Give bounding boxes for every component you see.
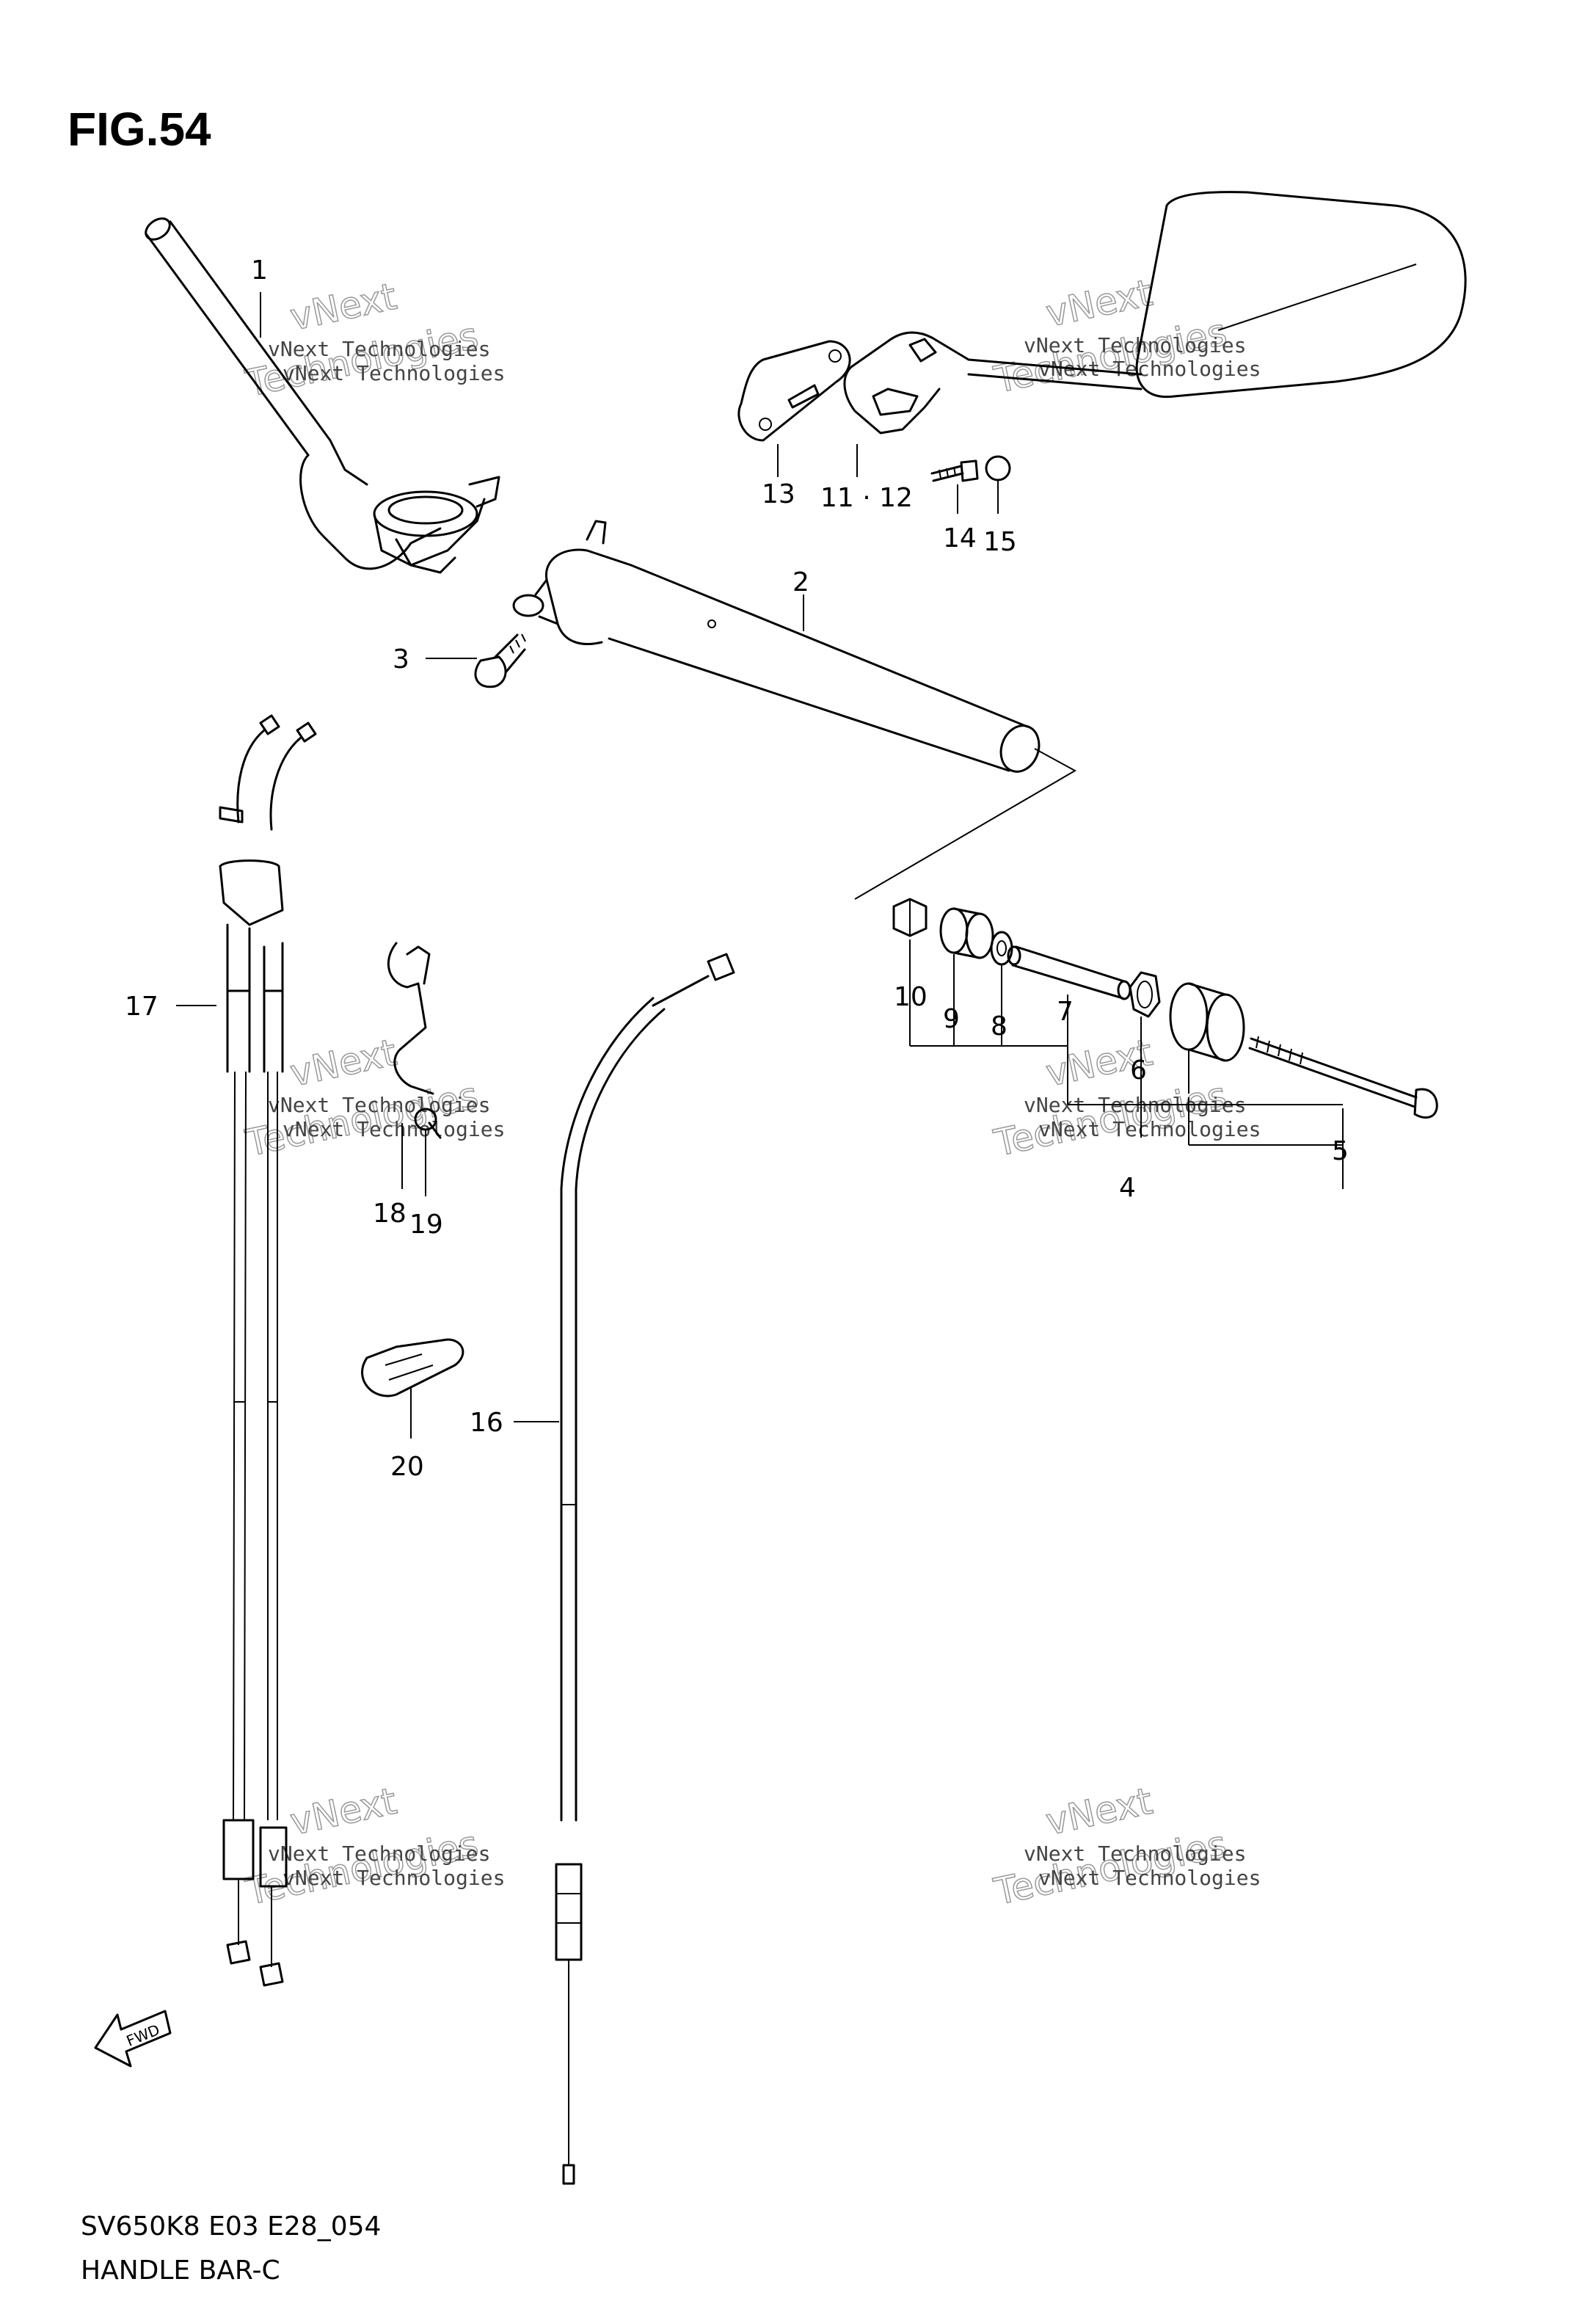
watermark-bottom-right: vNext Technologies vNext Technologies vN… xyxy=(990,1779,1261,1914)
watermark-small: vNext Technologies xyxy=(283,1866,505,1890)
part-15-cap xyxy=(985,455,1011,481)
watermark-top-right: vNext Technologies vNext Technologies vN… xyxy=(990,271,1261,402)
callout-17: 17 xyxy=(125,992,158,1022)
watermark-small: vNext Technologies xyxy=(1038,1866,1261,1890)
callout-19: 19 xyxy=(409,1210,443,1240)
part-17-throttle-cable xyxy=(219,714,317,1987)
callout-20: 20 xyxy=(390,1452,424,1482)
callout-1: 1 xyxy=(251,255,268,286)
part-3-bolt xyxy=(474,633,526,688)
part-5-long-bolt xyxy=(1248,1036,1438,1119)
bar-end-leader-bracket xyxy=(854,748,1077,900)
watermark-big: vNext xyxy=(1042,272,1156,335)
callout-3: 3 xyxy=(393,644,409,675)
leader-lines xyxy=(176,292,1344,1439)
part-1-left-handlebar xyxy=(145,217,500,574)
part-11-12-mirror xyxy=(843,191,1467,435)
callout-labels: 1 2 3 4 5 6 7 8 9 10 11 · 12 13 14 15 16… xyxy=(125,255,1349,1482)
part-13-adaptor-plate xyxy=(737,340,851,442)
callout-8: 8 xyxy=(991,1011,1007,1042)
watermark-big: vNext xyxy=(286,1031,400,1095)
part-9-collar xyxy=(939,907,994,959)
watermark-bottom-left: vNext Technologies vNext Technologies vN… xyxy=(241,1779,506,1914)
watermark-big: vNext xyxy=(286,1780,400,1844)
watermark-small: vNext Technologies xyxy=(268,337,490,361)
watermark-big: vNext xyxy=(1042,1780,1156,1844)
part-6-rubber xyxy=(1129,971,1161,1018)
part-18-clamp xyxy=(387,942,434,1095)
watermark-small: vNext Technologies xyxy=(268,1093,490,1117)
watermark-top-left: vNext Technologies vNext Technologies vN… xyxy=(241,275,506,406)
callout-5: 5 xyxy=(1332,1136,1349,1166)
part-20-cable-guide xyxy=(361,1338,464,1397)
watermark-mid-left: vNext Technologies vNext Technologies vN… xyxy=(241,1030,506,1166)
callout-14: 14 xyxy=(943,523,977,553)
callout-18: 18 xyxy=(373,1199,407,1229)
part-14-screw xyxy=(930,459,979,482)
watermark-small: vNext Technologies xyxy=(283,1117,505,1141)
figure-title: FIG.54 xyxy=(68,103,211,156)
part-2-handlebar xyxy=(512,520,1041,773)
part-16-clutch-cable xyxy=(555,953,735,2185)
part-10-nut xyxy=(892,898,928,937)
part-19-screw xyxy=(414,1108,442,1139)
diagram-name: HANDLE BAR-C xyxy=(81,2255,280,2286)
callout-9: 9 xyxy=(943,1004,960,1034)
part-7-shaft xyxy=(1007,945,1132,1000)
callout-2: 2 xyxy=(792,567,809,597)
watermark-small: vNext Technologies xyxy=(283,361,505,385)
callout-4: 4 xyxy=(1119,1173,1136,1203)
watermark-small: vNext Technologies xyxy=(1024,333,1246,357)
part-balancer-weight xyxy=(1169,982,1245,1062)
callout-11-12: 11 · 12 xyxy=(820,483,913,513)
diagram-code: SV650K8 E03 E28_054 xyxy=(81,2211,381,2242)
watermark-small: vNext Technologies xyxy=(1024,1842,1246,1866)
callout-6: 6 xyxy=(1130,1055,1147,1086)
watermark-big: vNext xyxy=(286,275,400,339)
forward-direction-arrow: FWD xyxy=(94,2010,172,2068)
callout-16: 16 xyxy=(470,1408,503,1438)
callout-10: 10 xyxy=(894,982,928,1012)
callout-15: 15 xyxy=(983,527,1017,557)
watermark-small: vNext Technologies xyxy=(1038,1117,1261,1141)
callout-13: 13 xyxy=(762,479,795,509)
callout-7: 7 xyxy=(1057,997,1074,1027)
watermark-small: vNext Technologies xyxy=(268,1842,490,1866)
